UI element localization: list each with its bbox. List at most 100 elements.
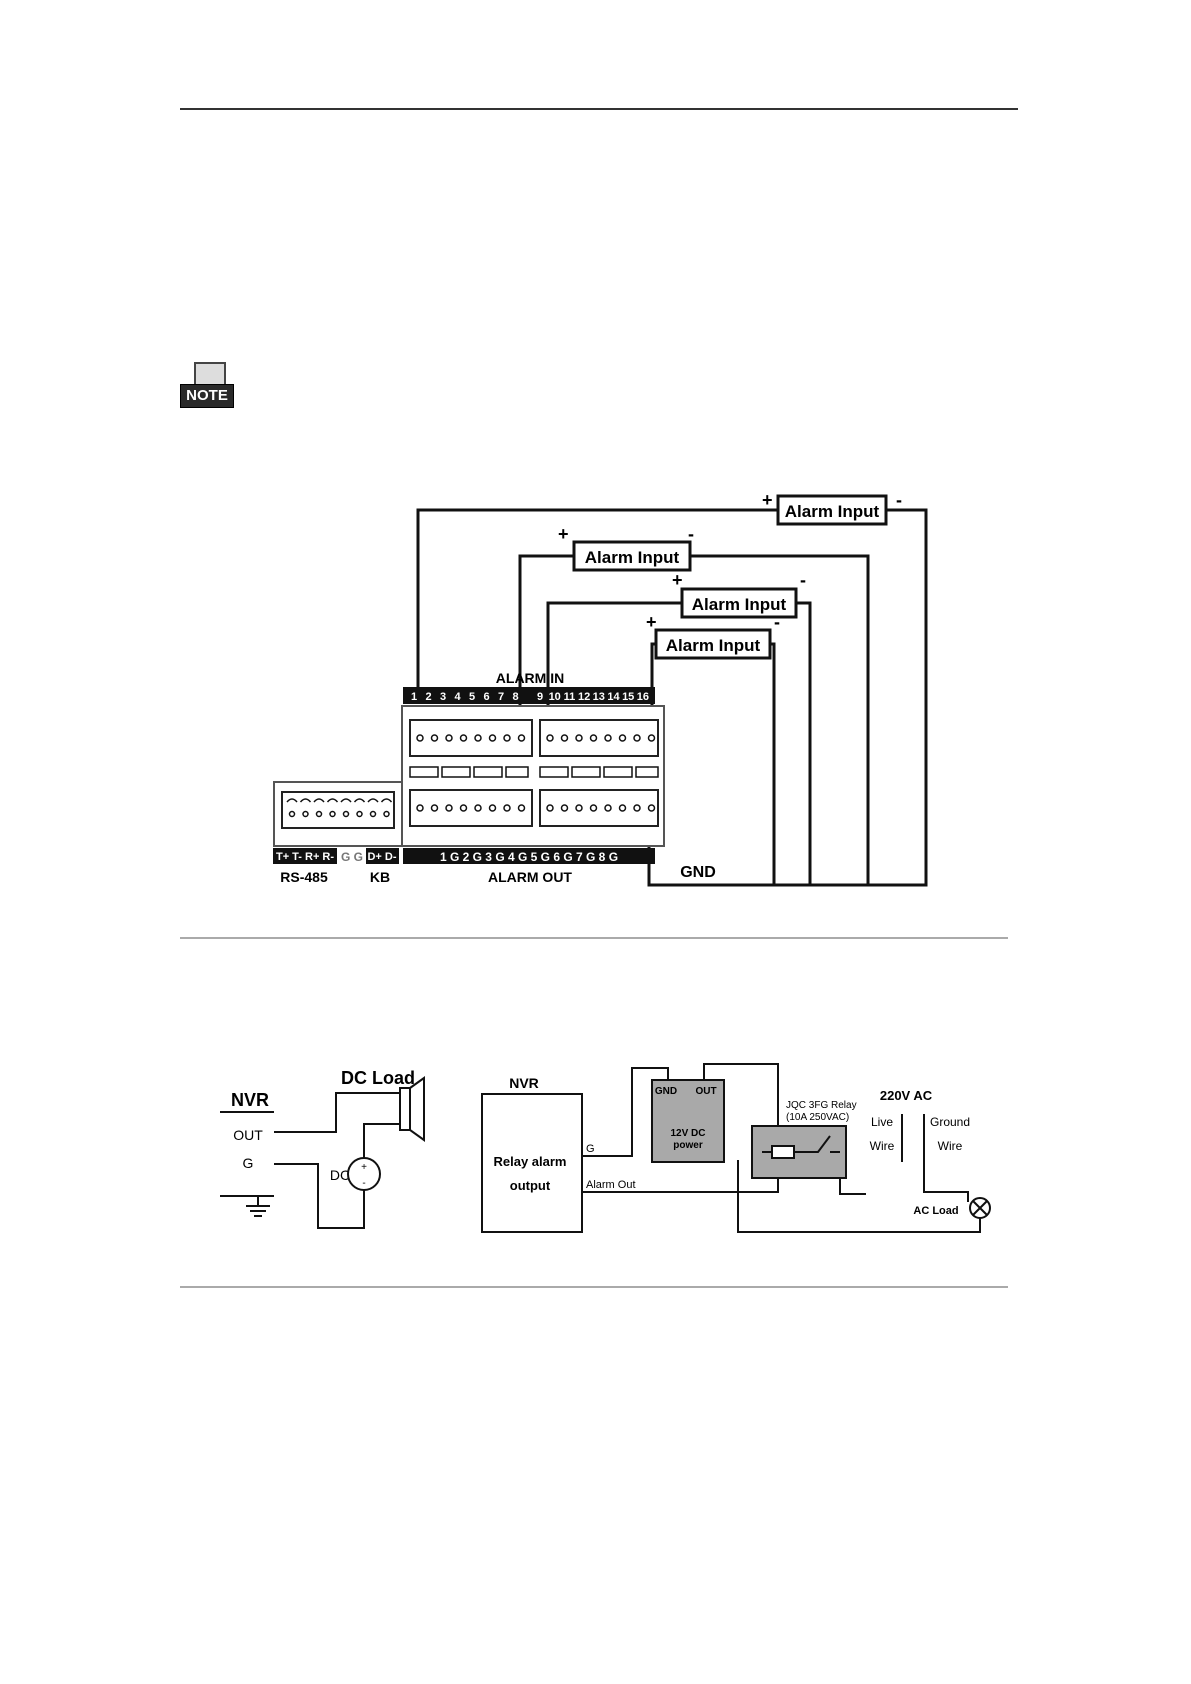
figure-rule-2 (180, 1286, 1008, 1288)
alarm-input-box-3: Alarm Input + - (672, 570, 806, 619)
terminal-latch (635, 766, 659, 778)
power-gnd: GND (655, 1086, 677, 1097)
terminal-hole (560, 734, 569, 742)
rs485-hole (288, 810, 296, 818)
terminal-hole (618, 734, 627, 742)
note-icon: NOTE (180, 362, 236, 410)
power-line2: power (673, 1140, 703, 1151)
terminal-hole (503, 804, 511, 812)
rs485-pin-strip (273, 848, 337, 864)
kb-label: KB (370, 869, 390, 885)
ac-wire-ground (923, 1162, 969, 1202)
terminal-hole (560, 804, 569, 812)
dc-wire-g (274, 1163, 365, 1229)
power-out: OUT (695, 1086, 716, 1097)
terminal-hole (589, 734, 598, 742)
alarm-in-number: 7 (498, 691, 504, 703)
alarm-in-number: 14 (607, 691, 620, 703)
rs485-clip (353, 798, 366, 803)
rs485-clip (299, 798, 312, 803)
terminal-latch (473, 766, 503, 778)
ground-label-1: Ground (930, 1115, 970, 1129)
alarm-input-label: Alarm Input (585, 548, 680, 567)
rs485-label: RS-485 (280, 869, 328, 885)
rs485-clip (380, 798, 393, 803)
nvr-label: NVR (231, 1090, 269, 1110)
rs485-holes (286, 798, 393, 818)
live-label-1: Live (871, 1115, 893, 1129)
alarm-out-label: ALARM OUT (488, 869, 572, 885)
terminal-hole (618, 804, 627, 812)
alarm-input-label: Alarm Input (666, 636, 761, 655)
lamp-icon (969, 1197, 991, 1219)
terminal-hole (474, 804, 482, 812)
alarm-in-number: 11 (564, 691, 576, 703)
wire-input-1-minus (862, 508, 928, 887)
out-label: OUT (233, 1127, 263, 1143)
rs485-connector (273, 781, 403, 847)
wire-input-2-plus (518, 554, 574, 725)
alarm-input-label: Alarm Input (692, 595, 787, 614)
rs485-hole (329, 810, 336, 818)
minus-label: - (774, 612, 780, 632)
terminal-hole (575, 804, 583, 812)
kb-pins: D+ D- (367, 851, 396, 863)
alarm-in-number: 10 (549, 691, 561, 703)
terminal-hole (430, 804, 439, 812)
terminal-hole (633, 804, 641, 812)
ac-wire-g (582, 1067, 669, 1157)
dc-plus: + (361, 1162, 367, 1173)
terminal-latch (441, 766, 471, 778)
gg-pins: G G (341, 850, 363, 864)
terminal-hole (517, 734, 526, 742)
alarm-in-title: ALARM IN (496, 670, 564, 686)
dc-source-icon: + - (347, 1157, 381, 1191)
terminal-hole (488, 734, 497, 742)
dc-wire-out (274, 1092, 400, 1133)
terminal-hole (604, 734, 612, 742)
dc-wire-load-to-source (363, 1123, 400, 1164)
ground-icon (246, 1196, 270, 1217)
minus-label: - (688, 524, 694, 544)
ac-wire-live (839, 1178, 866, 1195)
dc-minus: - (362, 1178, 365, 1189)
dc-label: DC (330, 1167, 350, 1183)
live-label-2: Wire (870, 1139, 895, 1153)
alarm-input-diagram: Alarm Input + - Alarm Input + - Alarm In… (273, 490, 928, 887)
terminal-block (401, 705, 665, 847)
alarm-in-number-strip (403, 687, 655, 704)
terminal-hole (488, 804, 497, 812)
terminal-hole (474, 734, 482, 742)
alarm-in-number: 12 (578, 691, 590, 703)
power-line1: 12V DC (670, 1128, 705, 1139)
minus-label: - (800, 570, 806, 590)
rs485-hole (302, 810, 309, 818)
wire-input-4-minus (770, 642, 776, 885)
wire-input-3-minus (796, 601, 812, 885)
rs485-hole (369, 810, 377, 818)
alarm-in-number: 16 (637, 691, 649, 703)
rs485-hole (342, 810, 350, 818)
terminal-hole (647, 804, 656, 812)
alarm-input-wires (416, 508, 928, 887)
nvr-label: NVR (509, 1075, 539, 1091)
alarm-input-label: Alarm Input (785, 502, 880, 521)
alarm-in-number: 6 (483, 691, 489, 703)
terminal-hole (647, 734, 656, 742)
minus-label: - (896, 490, 902, 510)
terminal-latch (539, 766, 569, 778)
header-rule (180, 108, 1018, 110)
terminal-hole (445, 734, 453, 742)
alarm-in-number: 3 (440, 691, 446, 703)
figure-rule-1 (180, 937, 1008, 939)
dc-power-box (651, 1079, 725, 1163)
relay-model: JQC 3FG Relay (786, 1100, 857, 1111)
rs485-pins: T+ T- R+ R- (276, 851, 334, 863)
terminal-hole (459, 804, 468, 812)
ground-label-2: Wire (938, 1139, 963, 1153)
plus-label: + (558, 524, 569, 544)
gnd-label: GND (680, 864, 716, 881)
alarm-in-number: 5 (469, 691, 475, 703)
g-label: G (243, 1155, 254, 1171)
